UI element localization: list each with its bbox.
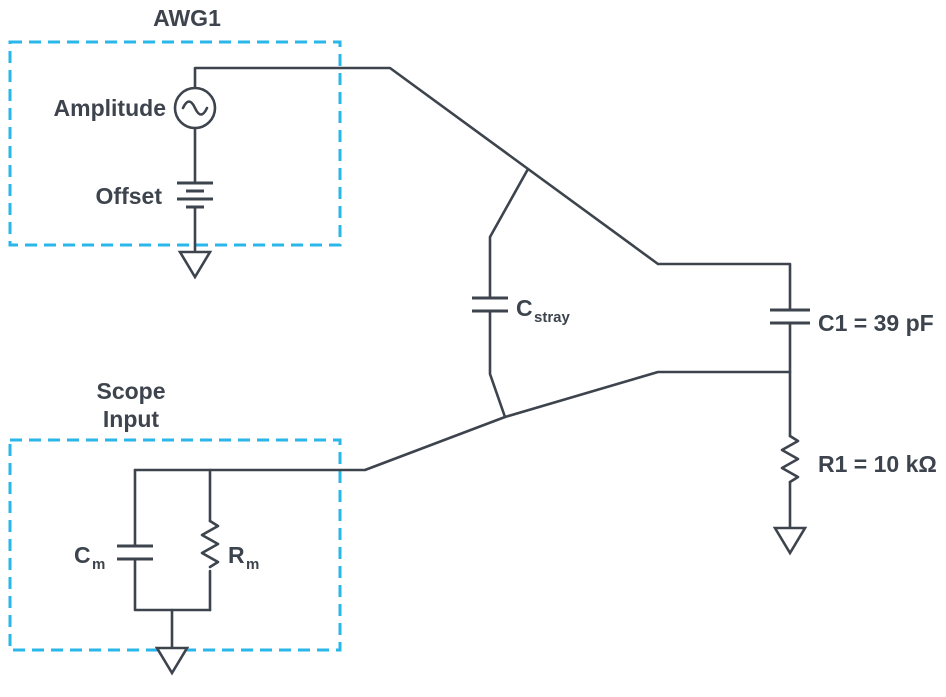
awg-title: AWG1	[153, 5, 221, 31]
resistor-icon-r1	[780, 434, 800, 484]
rm-label-base: R	[228, 542, 245, 568]
awg-dashed-box	[8, 40, 342, 247]
amplitude-label: Amplitude	[54, 95, 166, 121]
wire	[193, 66, 792, 312]
ground-icon-scope	[154, 646, 190, 676]
r1-label: R1 = 10 kΩ	[818, 451, 937, 477]
wire	[488, 309, 507, 419]
scope-title-line2: Input	[103, 406, 160, 432]
offset-label: Offset	[96, 183, 163, 209]
cm-label-base: C	[74, 542, 91, 568]
rm-label-sub: m	[246, 556, 259, 573]
cm-label-sub: m	[92, 556, 105, 573]
capacitor-icon-cstray	[472, 296, 508, 313]
c1-label: C1 = 39 pF	[818, 310, 934, 336]
capacitor-icon-c1	[770, 308, 810, 325]
battery-icon	[177, 181, 213, 209]
wire	[133, 370, 792, 472]
capacitor-icon-cm	[117, 544, 153, 561]
resistor-icon-rm	[200, 519, 220, 569]
sine-source-icon	[173, 86, 217, 130]
wire	[488, 167, 530, 300]
wire	[133, 557, 212, 612]
cstray-label-base: C	[516, 295, 533, 321]
ground-icon-r1	[772, 526, 808, 556]
scope-title-line1: Scope	[96, 378, 165, 404]
scope-dashed-box	[8, 438, 342, 652]
cstray-label-sub: stray	[534, 309, 571, 326]
ground-icon-awg	[177, 250, 213, 280]
wires	[133, 66, 792, 650]
